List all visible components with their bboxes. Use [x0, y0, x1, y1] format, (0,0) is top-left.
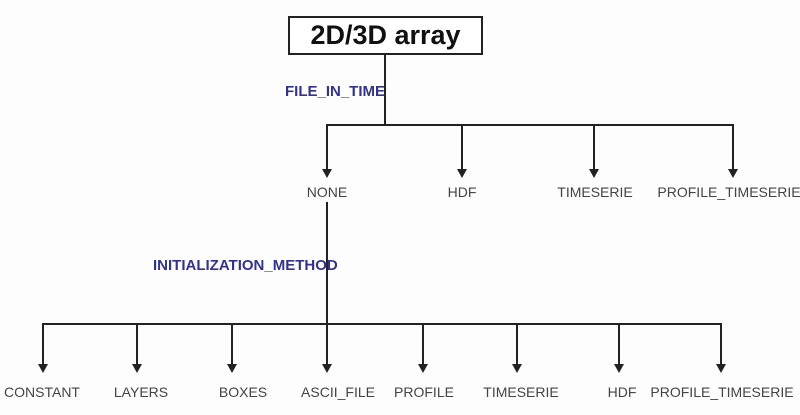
connector-line: [42, 323, 44, 364]
node-label-constant: CONSTANT: [4, 384, 80, 400]
connector-line: [326, 323, 328, 364]
connector-line: [593, 124, 595, 169]
arrow-down-icon: [38, 364, 48, 373]
root-stem-line: [384, 55, 386, 125]
connector-line: [618, 323, 620, 364]
node-label-hdf-2: HDF: [607, 384, 637, 400]
node-label-hdf: HDF: [447, 184, 477, 200]
node-label-layers: LAYERS: [113, 384, 169, 400]
node-label-profile: PROFILE: [394, 384, 454, 400]
connector-line: [136, 323, 138, 364]
connector-line: [461, 124, 463, 169]
connector-line: [732, 124, 734, 169]
arrow-down-icon: [457, 169, 467, 178]
root-node-label: 2D/3D array: [310, 20, 461, 50]
node-label-timeserie: TIMESERIE: [557, 184, 633, 200]
arrow-down-icon: [716, 364, 726, 373]
arrow-down-icon: [589, 169, 599, 178]
node-label-profile-timeserie: PROFILE_TIMESERIE: [657, 184, 800, 200]
arrow-down-icon: [132, 364, 142, 373]
node-label-boxes: BOXES: [218, 384, 268, 400]
arrow-down-icon: [322, 364, 332, 373]
connector-line: [326, 124, 328, 169]
none-stem-line: [326, 202, 328, 324]
node-label-none: NONE: [306, 184, 348, 200]
level1-rail-line: [326, 124, 734, 126]
level2-rail-line: [42, 323, 722, 325]
arrow-down-icon: [418, 364, 428, 373]
node-label-profile-timeserie-2: PROFILE_TIMESERIE: [650, 384, 794, 400]
arrow-down-icon: [512, 364, 522, 373]
node-label-timeserie-2: TIMESERIE: [483, 384, 559, 400]
connector-line: [720, 323, 722, 364]
arrow-down-icon: [227, 364, 237, 373]
connector-line: [516, 323, 518, 364]
arrow-down-icon: [614, 364, 624, 373]
edge-label-file-in-time: FILE_IN_TIME: [285, 83, 386, 100]
arrow-down-icon: [322, 169, 332, 178]
root-node-2d3d-array: 2D/3D array: [288, 16, 483, 55]
arrow-down-icon: [728, 169, 738, 178]
node-label-ascii-file: ASCII_FILE: [301, 384, 375, 400]
connector-line: [231, 323, 233, 364]
edge-label-initialization-method: INITIALIZATION_METHOD: [153, 257, 338, 274]
connector-line: [422, 323, 424, 364]
